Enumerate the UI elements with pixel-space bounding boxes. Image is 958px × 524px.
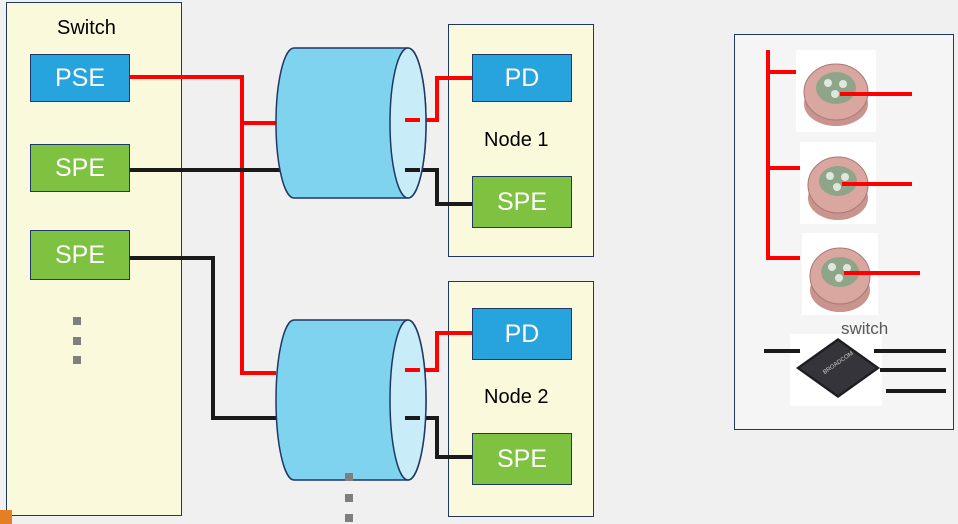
node1-pd-port: PD (472, 54, 572, 102)
node2-title: Node 2 (484, 386, 549, 408)
data-line-spe2 (130, 256, 280, 420)
spe-port-1: SPE (30, 144, 130, 192)
node1-title: Node 1 (484, 129, 549, 151)
connector-icon (796, 50, 876, 132)
node2-spe-port: SPE (472, 433, 572, 485)
spe-port-2: SPE (30, 230, 130, 280)
node1-spe-port: SPE (472, 176, 572, 228)
node2-pd-port: PD (472, 308, 572, 360)
connector-icon (802, 233, 878, 315)
data-line-node2 (418, 416, 472, 459)
right-panel-drawing: BROADCOM (764, 50, 946, 406)
switch-chip-icon: BROADCOM (790, 334, 882, 406)
ellipsis-icon (73, 317, 81, 364)
power-line-node2 (418, 331, 472, 372)
pse-port: PSE (30, 54, 130, 102)
cable-2 (275, 319, 427, 481)
switch-panel-title: Switch (57, 17, 116, 39)
cable-1 (275, 47, 427, 199)
switch-chip-label: switch (841, 319, 889, 338)
power-line-pse (130, 75, 276, 375)
power-line-node1 (418, 76, 472, 122)
data-line-node1 (418, 168, 472, 206)
accent-tab (0, 510, 12, 524)
ellipsis-icon-more-nodes (345, 473, 353, 522)
